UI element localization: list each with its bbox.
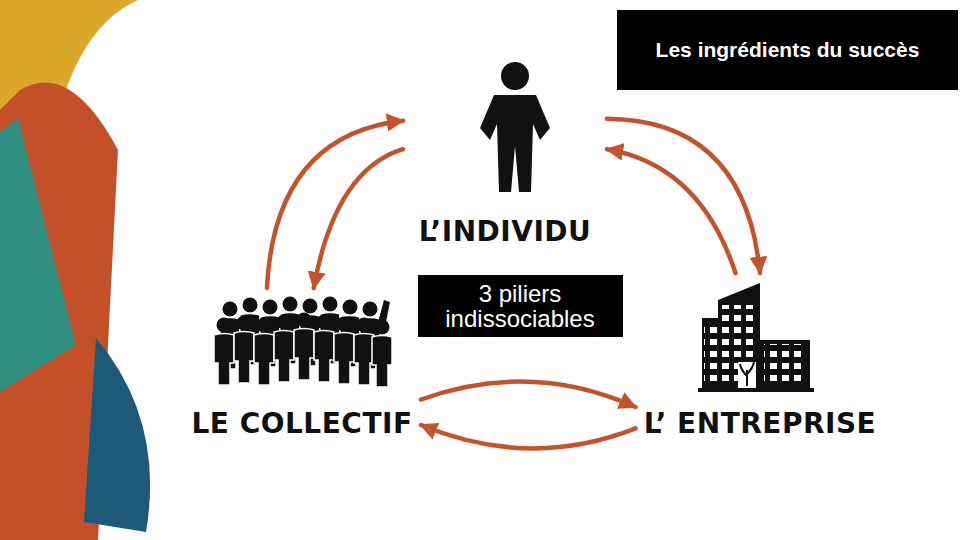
curved-arrow: [607, 149, 736, 273]
pillar-node: L’INDIVIDU: [405, 58, 605, 248]
title-box: Les ingrédients du succès: [617, 10, 958, 90]
blue-shape: [84, 338, 150, 532]
pillar-node: LE COLLECTIF: [185, 290, 419, 440]
pillar-box: 3 piliers indissociables: [418, 275, 623, 337]
teal-shape: [0, 118, 76, 392]
curved-arrow: [421, 381, 636, 407]
node-label: LE COLLECTIF: [191, 408, 412, 440]
building-icon: [698, 283, 814, 392]
person-icon: [480, 62, 550, 192]
curved-arrow: [421, 425, 636, 448]
curved-arrow: [267, 121, 403, 288]
crowd-icon: [214, 297, 392, 388]
curved-arrow: [314, 149, 403, 288]
title-text: Les ingrédients du succès: [656, 38, 920, 62]
node-label: L’ ENTREPRISE: [644, 408, 876, 440]
node-label: L’INDIVIDU: [419, 216, 592, 248]
box-text: 3 piliers indissociables: [428, 281, 613, 331]
pillar-node: L’ ENTREPRISE: [638, 275, 883, 440]
curved-arrow: [607, 119, 760, 273]
